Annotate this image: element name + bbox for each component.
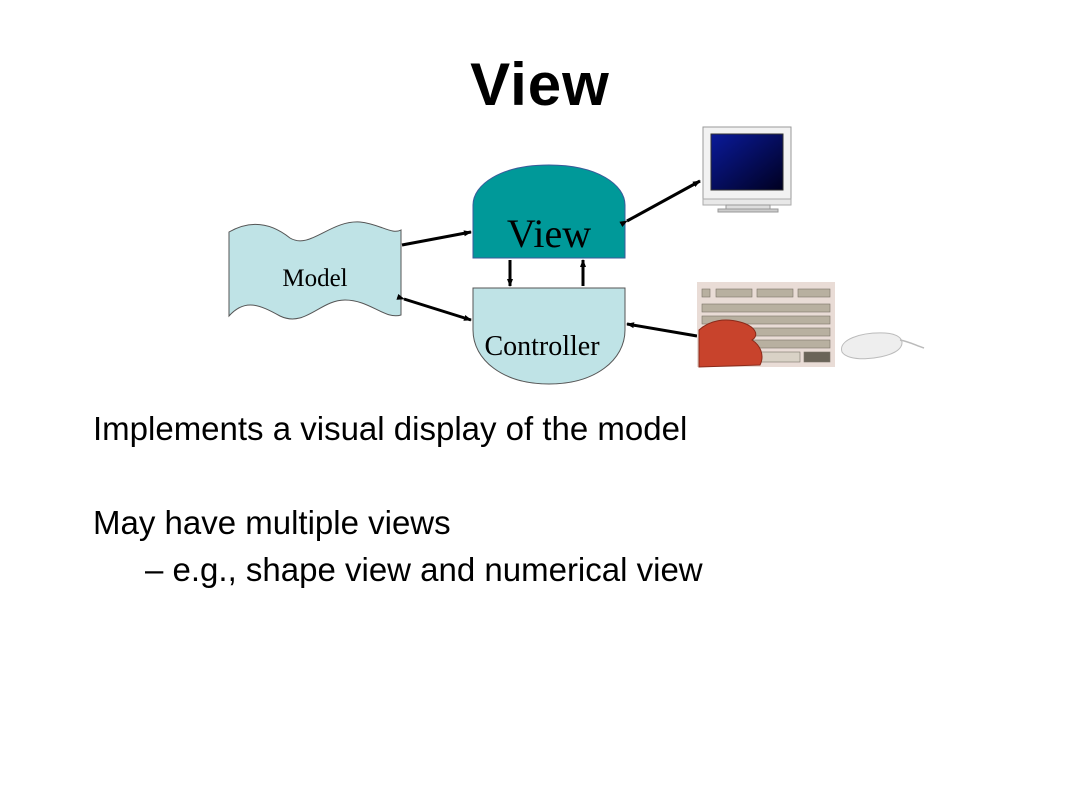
keyboard-icon — [697, 282, 835, 368]
bullet-2: May have multiple views — [93, 504, 451, 541]
arrow-model-to-view — [401, 230, 472, 247]
monitor-icon — [702, 126, 792, 213]
arrow-view-monitor — [619, 179, 701, 227]
bullet-1: Implements a visual display of the model — [93, 410, 688, 447]
controller-shape — [472, 287, 626, 385]
controller-label: Controller — [484, 331, 600, 362]
view-label: View — [507, 211, 591, 256]
mouse-icon — [841, 332, 925, 360]
model-label: Model — [282, 265, 347, 292]
arrow-model-controller — [396, 294, 472, 322]
arrow-keyboard-to-controller — [626, 322, 698, 338]
sub-bullet-1: – e.g., shape view and numerical view — [145, 551, 703, 588]
slide-title: View — [470, 51, 610, 118]
